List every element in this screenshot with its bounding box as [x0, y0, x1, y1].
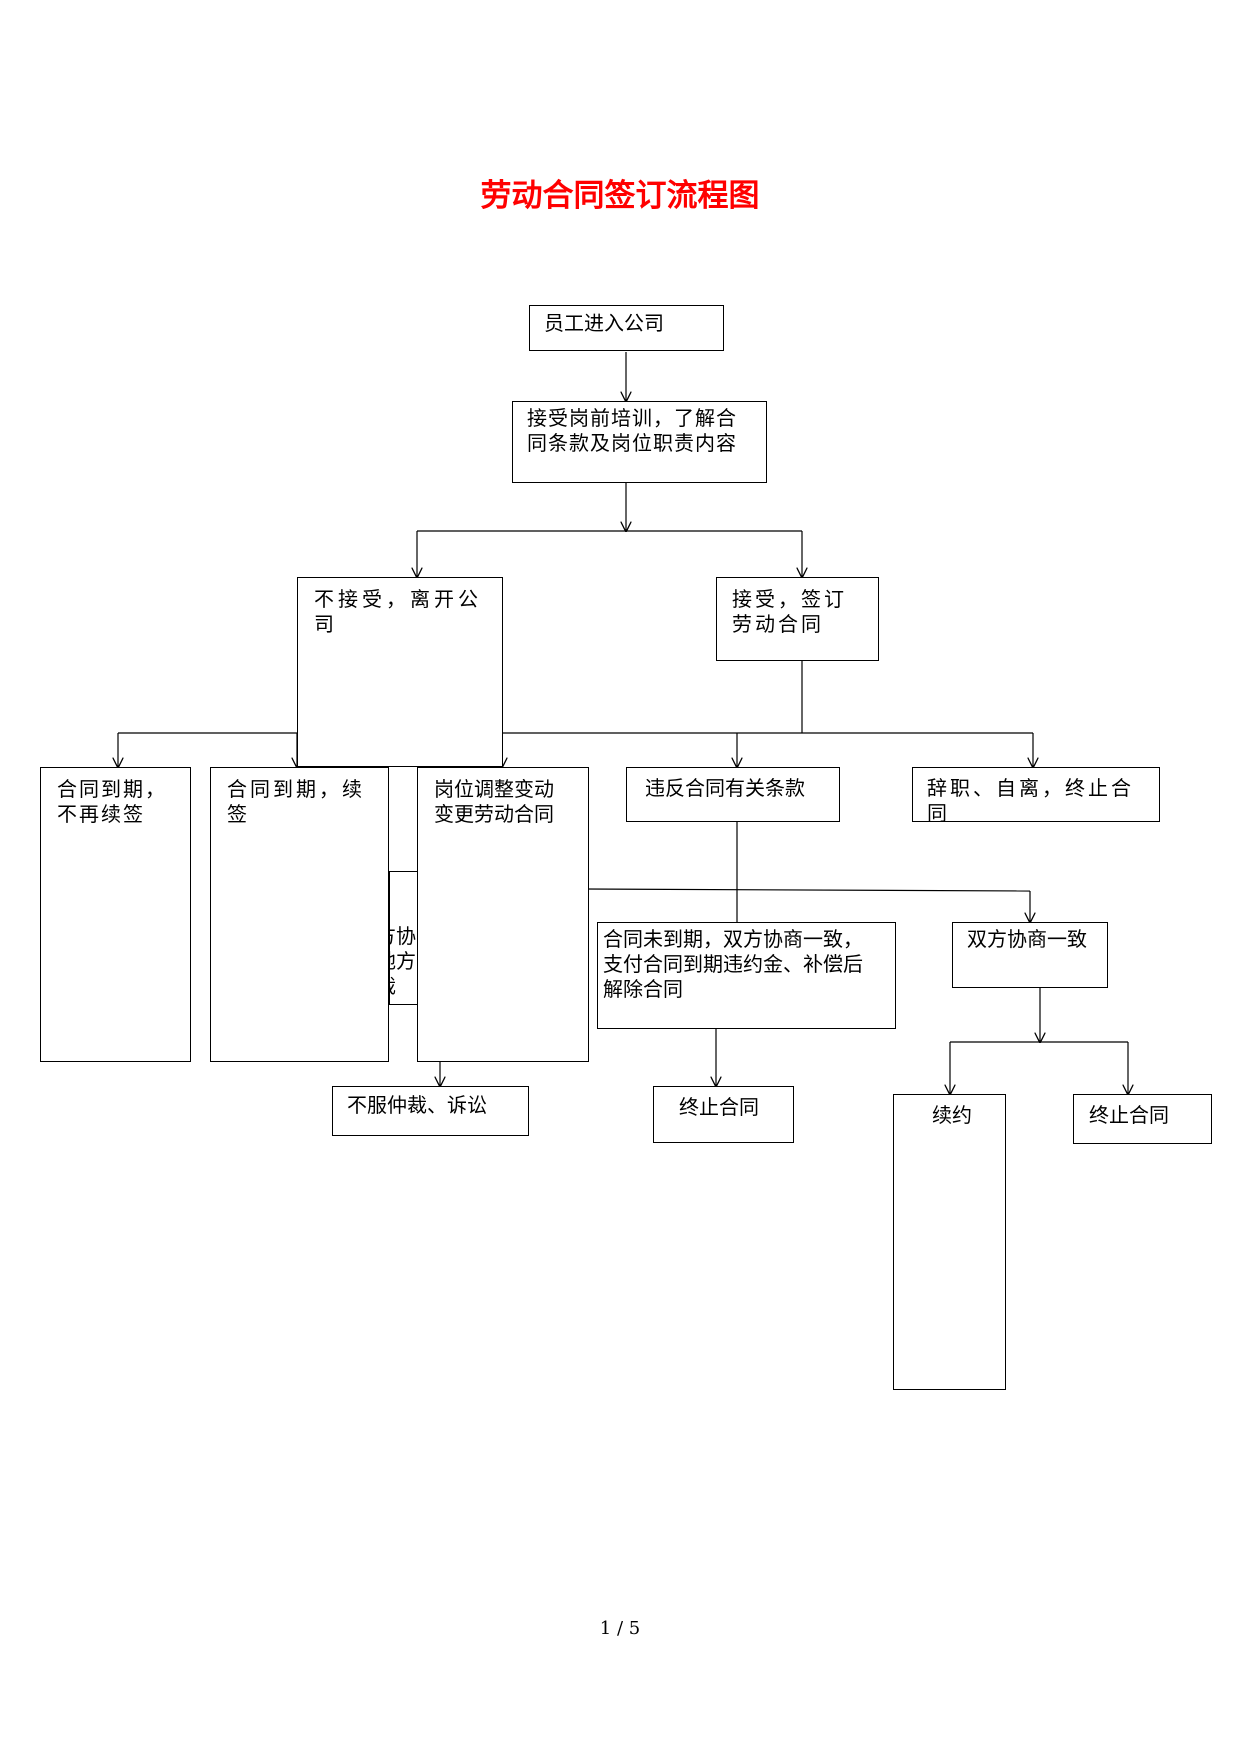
- node-expire-no-renew: 合同到期， 不再续签: [40, 767, 191, 1062]
- node-violate-terms: 违反合同有关条款: [626, 767, 840, 822]
- node-accept-sign: 接受，签订 劳动合同: [716, 577, 879, 661]
- node-resign: 辞职、自离，终止合 同: [912, 767, 1160, 822]
- line-to-mutual: [584, 888, 1031, 892]
- node-position-change: 岗位调整变动 变更劳动合同: [417, 767, 589, 1062]
- page-title: 劳动合同签订流程图: [480, 178, 760, 214]
- node-renew: 续约: [893, 1094, 1006, 1390]
- node-enter-company: 员工进入公司: [529, 305, 724, 351]
- node-terminate-contract-1: 终止合同: [653, 1086, 794, 1143]
- node-hidden-negotiation: 方协 地方 裁: [389, 871, 419, 1005]
- node-mutual-agreement: 双方协商一致: [952, 922, 1108, 988]
- node-reject-leave: 不接受，离开公 司: [297, 577, 503, 767]
- node-expire-renew: 合同到期，续 签: [210, 767, 389, 1062]
- node-terminate-contract-2: 终止合同: [1073, 1094, 1212, 1144]
- page-indicator: 1 / 5: [599, 1618, 641, 1639]
- node-training: 接受岗前培训，了解合 同条款及岗位职责内容: [512, 401, 767, 483]
- node-not-expired-negotiation: 合同未到期，双方协商一致， 支付合同到期违约金、补偿后 解除合同: [597, 922, 896, 1029]
- node-dispute-litigation: 不服仲裁、诉讼: [332, 1086, 529, 1136]
